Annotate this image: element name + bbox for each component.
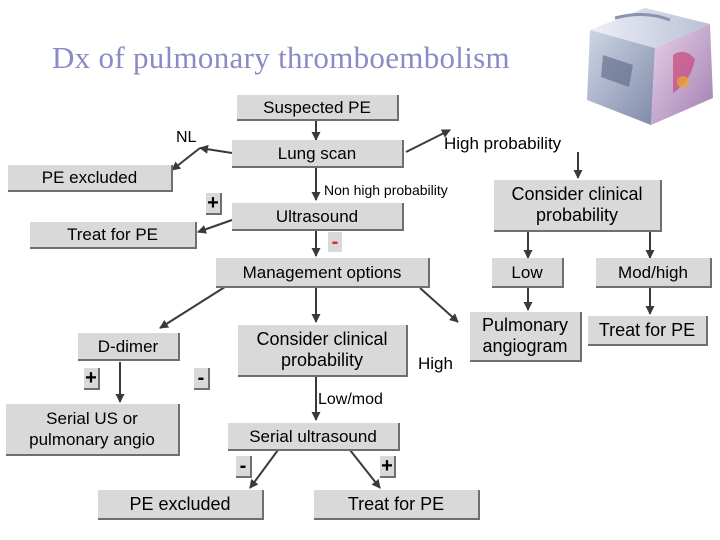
arrow-lungscan-to-nl: [199, 144, 233, 154]
treat-for-pe-bottom-box: Treat for PE: [314, 490, 480, 520]
arrow-lungscan-to-high: [405, 129, 451, 153]
lung-scan-box: Lung scan: [232, 140, 404, 168]
consider-clinical-top-line2: probability: [535, 205, 619, 225]
consider-clinical-mid-line2: probability: [280, 350, 364, 370]
ultrasound-plus-symbol: +: [206, 193, 222, 215]
serial-ultrasound-label: Serial ultrasound: [249, 426, 377, 446]
consider-clinical-top-line1: Consider clinical: [511, 184, 643, 204]
mod-high-box: Mod/high: [596, 258, 712, 288]
pe-excluded-bottom-box: PE excluded: [98, 490, 264, 520]
pulmonary-angiogram-line2: angiogram: [482, 336, 568, 356]
arrow-management-to-ddimer: [159, 284, 229, 329]
high-probability-label: High probability: [444, 134, 562, 153]
serial-plus-symbol: +: [380, 456, 396, 478]
suspected-pe-label: Suspected PE: [263, 97, 371, 117]
low-label: Low: [511, 262, 543, 282]
consider-clinical-mid-line1: Consider clinical: [256, 329, 388, 349]
ddimer-plus-symbol: +: [84, 368, 100, 390]
pulmonary-angiogram-box: Pulmonary angiogram: [470, 312, 582, 362]
arrow-management-to-high: [419, 287, 459, 323]
suspected-pe-box: Suspected PE: [237, 95, 399, 121]
pe-excluded-top-label: PE excluded: [41, 168, 138, 187]
nl-label: NL: [176, 129, 197, 146]
consider-clinical-mid-box: Consider clinical probability: [238, 325, 408, 377]
treat-for-pe-right-box: Treat for PE: [588, 316, 708, 346]
serial-minus-symbol: -: [236, 456, 252, 478]
serial-us-box: Serial US or pulmonary angio: [6, 404, 180, 456]
treat-for-pe-right-label: Treat for PE: [598, 319, 696, 340]
serial-ultrasound-box: Serial ultrasound: [228, 423, 400, 451]
serial-us-line2: pulmonary angio: [29, 430, 155, 449]
d-dimer-box: D-dimer: [78, 333, 180, 361]
serial-us-line1: Serial US or: [46, 409, 138, 428]
low-mod-label: Low/mod: [318, 391, 383, 408]
management-options-label: Management options: [242, 262, 402, 282]
arrow-serial-to-pe-excluded: [249, 449, 279, 489]
ultrasound-minus-symbol: -: [328, 232, 342, 252]
treat-for-pe-left-box: Treat for PE: [30, 222, 197, 249]
pulmonary-angiogram-line1: Pulmonary: [481, 315, 569, 335]
non-high-probability-label: Non high probability: [324, 182, 448, 198]
lung-scan-label: Lung scan: [277, 143, 357, 163]
low-box: Low: [492, 258, 564, 288]
treat-for-pe-bottom-label: Treat for PE: [347, 493, 445, 514]
page-title: Dx of pulmonary thromboembolism: [52, 40, 510, 75]
d-dimer-label: D-dimer: [97, 336, 159, 356]
treat-for-pe-left-label: Treat for PE: [66, 225, 158, 244]
consider-clinical-top-box: Consider clinical probability: [494, 180, 662, 232]
arrow-nl-to-pe-excluded: [171, 147, 201, 171]
arrow-ultrasound-to-treat: [197, 219, 233, 234]
medical-cube-logo: [587, 8, 713, 125]
management-options-box: Management options: [216, 258, 430, 288]
pe-excluded-bottom-label: PE excluded: [129, 493, 231, 514]
pe-excluded-top-box: PE excluded: [8, 165, 173, 192]
ddimer-minus-symbol: -: [194, 368, 210, 390]
high-label: High: [418, 354, 453, 373]
ultrasound-label: Ultrasound: [275, 206, 359, 226]
arrow-serial-to-treat: [349, 449, 381, 489]
mod-high-label: Mod/high: [618, 262, 688, 282]
ultrasound-box: Ultrasound: [232, 203, 404, 231]
